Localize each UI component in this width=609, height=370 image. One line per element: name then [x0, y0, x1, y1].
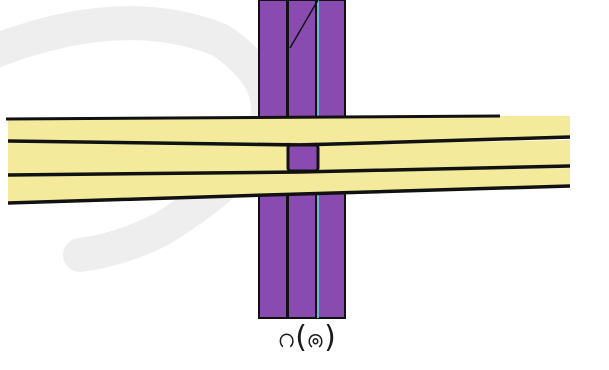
weave-crossing	[288, 145, 318, 171]
figure-caption: ဂ(ၐ)	[262, 318, 352, 358]
